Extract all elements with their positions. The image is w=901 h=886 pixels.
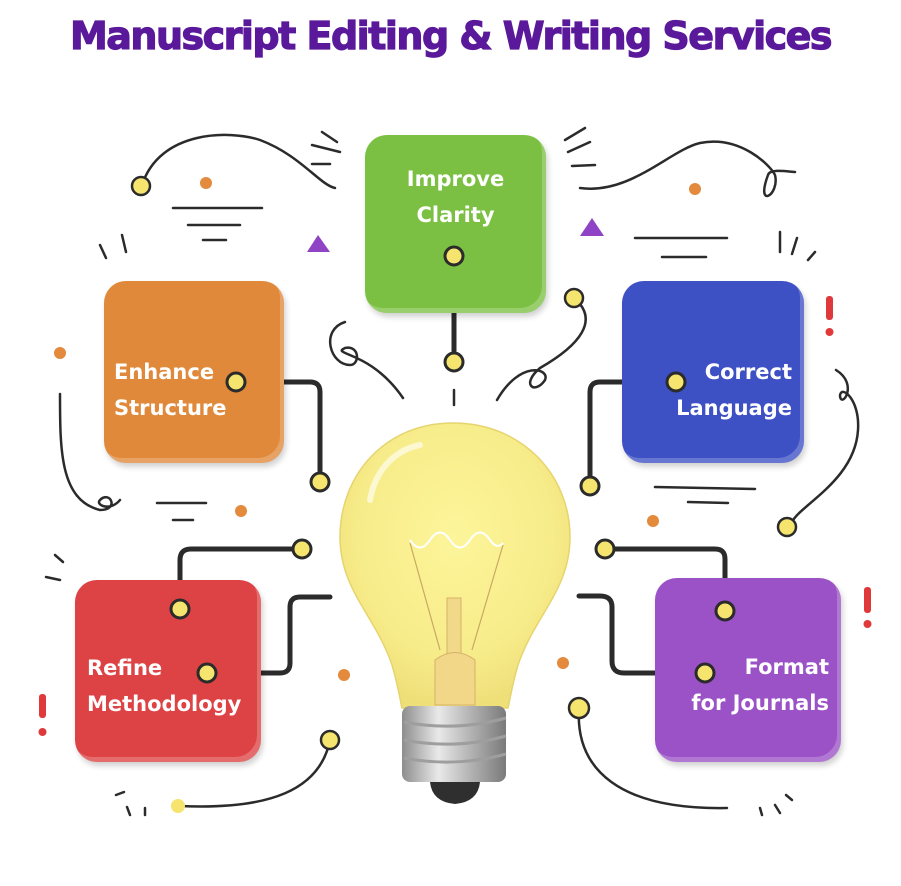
service-label: Format for Journals — [691, 655, 829, 715]
service-label: Enhance Structure — [114, 360, 227, 420]
service-label: Improve Clarity — [406, 167, 505, 227]
service-card-improve-clarity: Improve Clarity — [365, 135, 546, 313]
service-card-refine-methodology: Refine Methodology — [75, 580, 261, 762]
service-card-enhance-structure: Enhance Structure — [104, 281, 284, 463]
service-card-format-for-journals: Format for Journals — [655, 578, 841, 762]
page-title: Manuscript Editing & Writing Services — [69, 13, 833, 58]
service-card-correct-language: Correct Language — [622, 281, 804, 463]
service-label: Refine Methodology — [87, 656, 242, 716]
service-label: Correct Language — [676, 360, 792, 420]
